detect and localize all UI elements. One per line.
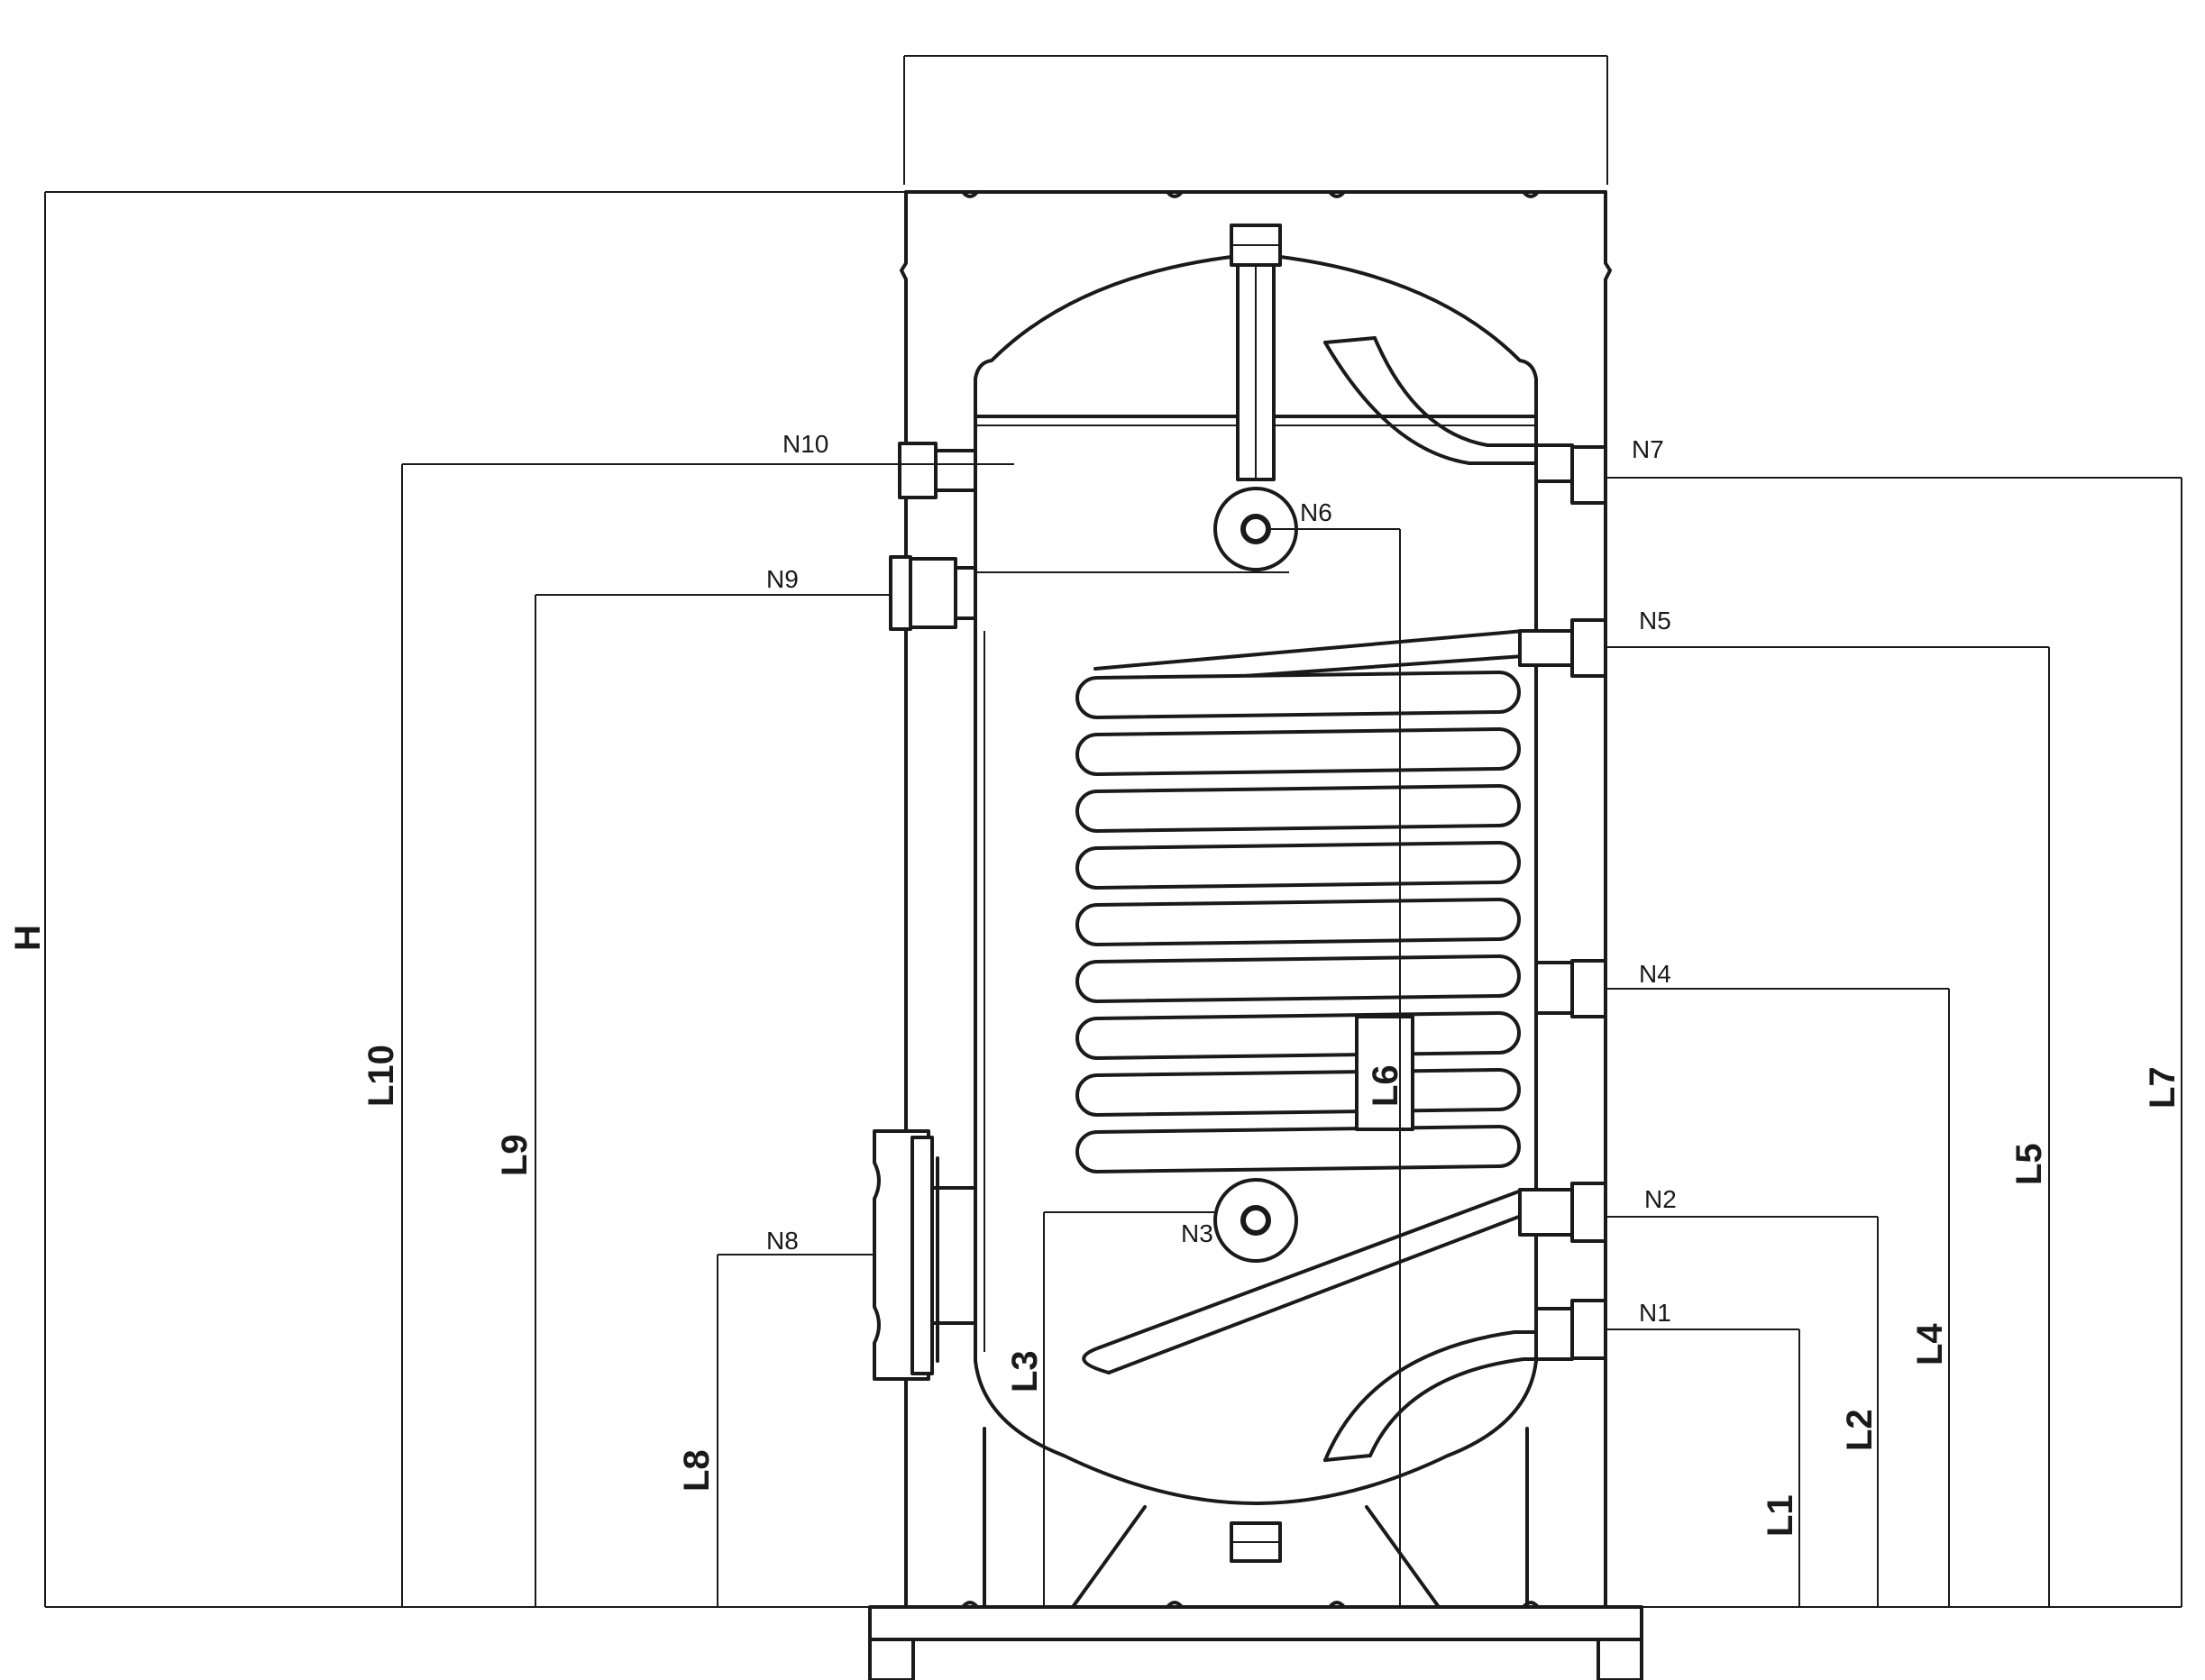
nozzle-n9-fitting bbox=[889, 555, 977, 631]
nozzle-n5-fitting bbox=[1518, 618, 1607, 678]
label-n9: N9 bbox=[766, 565, 799, 593]
nozzle-n7-fitting bbox=[1534, 443, 1607, 505]
nozzle-n10-fitting bbox=[898, 442, 977, 499]
coil-loop bbox=[1075, 671, 1521, 719]
top-fittings bbox=[1230, 224, 1282, 481]
coil-loop bbox=[1075, 841, 1521, 890]
label-n8: N8 bbox=[766, 1227, 799, 1255]
label-l3: L3 bbox=[1005, 1350, 1045, 1392]
label-l1: L1 bbox=[1761, 1494, 1800, 1537]
label-n1: N1 bbox=[1639, 1299, 1671, 1327]
dimension-lines bbox=[44, 191, 2182, 1608]
label-l7: L7 bbox=[2143, 1066, 2182, 1109]
label-n10: N10 bbox=[782, 430, 828, 458]
label-n4: N4 bbox=[1639, 960, 1671, 988]
right-nozzles bbox=[1518, 443, 1607, 1361]
nozzle-n4-fitting bbox=[1534, 959, 1607, 1018]
label-l8: L8 bbox=[677, 1449, 717, 1492]
coil-loop bbox=[1075, 1011, 1521, 1060]
sensor-port-n3 bbox=[1213, 1178, 1298, 1263]
label-h: H bbox=[8, 925, 48, 951]
label-n2: N2 bbox=[1644, 1185, 1677, 1213]
coil-loop bbox=[1075, 1125, 1521, 1173]
label-l2: L2 bbox=[1840, 1409, 1880, 1451]
label-l4: L4 bbox=[1910, 1323, 1950, 1365]
base-plate bbox=[868, 1605, 1643, 1680]
label-l9: L9 bbox=[495, 1134, 535, 1176]
n7-pipe bbox=[1323, 336, 1561, 465]
coil-loop bbox=[1075, 1068, 1521, 1117]
bottom-drain bbox=[1230, 1521, 1282, 1563]
tank-stand bbox=[983, 1427, 1529, 1609]
nozzle-n8-flange bbox=[873, 1129, 977, 1381]
label-l5: L5 bbox=[2009, 1143, 2049, 1185]
top-width-bracket bbox=[903, 55, 1608, 185]
label-n5: N5 bbox=[1639, 607, 1671, 635]
label-n6: N6 bbox=[1300, 498, 1332, 526]
label-l10: L10 bbox=[361, 1045, 401, 1107]
coil-loop bbox=[1075, 784, 1521, 833]
nozzle-n1-fitting bbox=[1534, 1299, 1607, 1361]
l6-tag bbox=[1355, 1015, 1414, 1131]
coil-loop bbox=[1075, 727, 1521, 776]
coil-loop bbox=[1075, 898, 1521, 946]
coil-loop bbox=[1075, 954, 1521, 1003]
left-nozzles bbox=[873, 442, 977, 1381]
nozzle-labels: N10 N9 N8 N6 N3 N7 N5 N4 N2 N1 bbox=[766, 430, 1677, 1327]
label-n3: N3 bbox=[1181, 1219, 1213, 1247]
dimension-labels: H L10 L9 L8 L3 L6 L1 L2 L4 L5 L7 bbox=[8, 925, 2182, 1537]
nozzle-n2-fitting bbox=[1518, 1182, 1607, 1243]
heating-coil bbox=[1075, 629, 1525, 1374]
label-l6: L6 bbox=[1366, 1064, 1405, 1107]
label-n7: N7 bbox=[1632, 435, 1664, 463]
